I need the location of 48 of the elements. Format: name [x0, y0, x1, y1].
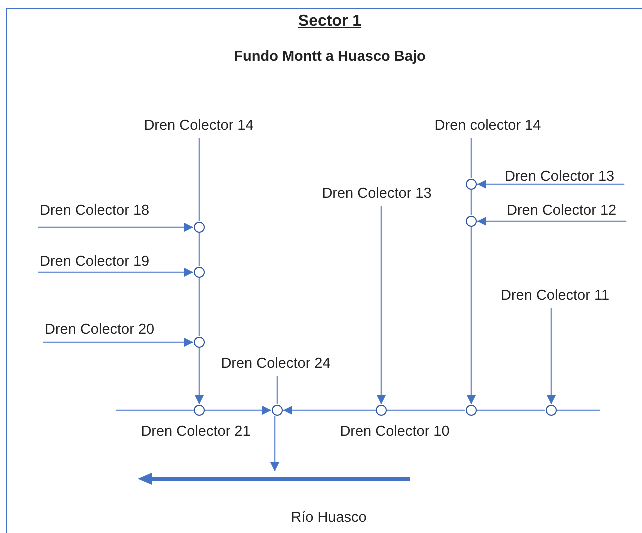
drain-caption: Dren Colector 21: [141, 424, 251, 441]
arrow: [38, 223, 194, 232]
connector-line: [198, 138, 200, 222]
drain-label: Dren Colector 13: [322, 186, 432, 203]
junction-circle: [466, 216, 477, 227]
junction-circle: [194, 337, 205, 348]
junction-circle: [466, 179, 477, 190]
drain-label: Dren Colector 24: [221, 356, 331, 373]
junction-circle: [194, 267, 205, 278]
subtitle: Fundo Montt a Huasco Bajo: [233, 49, 427, 65]
drain-label: Dren Colector 20: [45, 322, 155, 339]
drain-caption: Río Huasco: [291, 510, 367, 527]
connector-line: [470, 190, 472, 216]
connector-line: [387, 410, 466, 412]
arrow: [547, 308, 556, 404]
arrow: [284, 406, 376, 415]
junction-circle: [376, 405, 387, 416]
arrow: [270, 416, 280, 472]
drain-label: Dren colector 14: [434, 118, 542, 135]
drain-label: Dren Colector 14: [144, 118, 254, 135]
river-arrow: [138, 472, 412, 486]
arrow: [478, 180, 625, 189]
drain-caption: Dren Colector 10: [340, 424, 450, 441]
connector-line: [116, 410, 194, 412]
drain-label: Dren Colector 12: [507, 203, 617, 220]
arrow: [43, 338, 194, 347]
arrow: [195, 348, 204, 404]
drain-label: Dren Colector 18: [40, 203, 150, 220]
arrow: [478, 217, 627, 226]
connector-line: [470, 138, 472, 178]
junction-circle: [272, 405, 283, 416]
arrow: [205, 406, 272, 415]
arrow: [377, 206, 386, 404]
junction-circle: [466, 405, 477, 416]
drain-label: Dren Colector 11: [501, 288, 610, 305]
connector-line: [198, 233, 200, 266]
junction-circle: [194, 222, 205, 233]
junction-circle: [546, 405, 557, 416]
junction-circle: [194, 405, 205, 416]
drain-label: Dren Colector 13: [505, 169, 615, 186]
connector-line: [477, 410, 546, 412]
arrow: [38, 268, 194, 277]
connector-line: [557, 410, 600, 412]
connector-line: [276, 376, 278, 404]
title: Sector 1: [298, 13, 362, 30]
arrow: [467, 227, 476, 404]
drain-label: Dren Colector 19: [40, 254, 150, 271]
connector-line: [198, 278, 200, 336]
